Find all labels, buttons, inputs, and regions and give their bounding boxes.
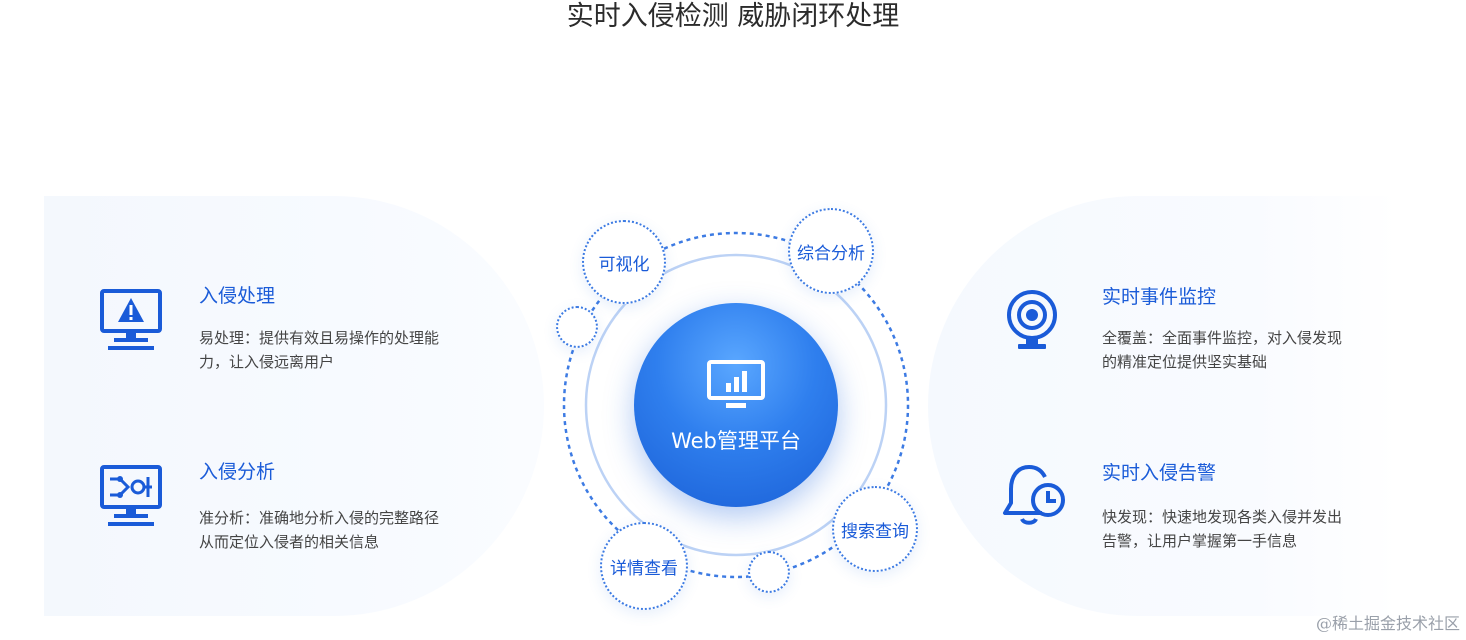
page-title: 实时入侵检测 威胁闭环处理 xyxy=(566,1,900,32)
chart-monitor-icon xyxy=(707,360,765,408)
feature-description: 快发现：快速地发现各类入侵并发出告警，让用户掌握第一手信息 xyxy=(1102,508,1343,550)
bubble-search-query[interactable]: 搜索查询 xyxy=(832,486,918,572)
left-panel xyxy=(44,196,544,616)
feature-title: 入侵分析 xyxy=(199,461,276,483)
feature-title: 实时入侵告警 xyxy=(1102,462,1217,484)
bubble-label: 搜索查询 xyxy=(841,521,909,542)
bubble-decor-small xyxy=(556,306,598,348)
bubble-detail-view[interactable]: 详情查看 xyxy=(600,522,688,610)
bubble-label: 综合分析 xyxy=(797,243,865,264)
feature-intrusion-analysis: 入侵分析 准分析：准确地分析入侵的完整路径从而定位入侵者的相关信息 xyxy=(98,461,458,554)
right-panel xyxy=(928,196,1398,616)
feature-realtime-monitoring: 实时事件监控 全覆盖：全面事件监控，对入侵发现的精准定位提供坚实基础 xyxy=(1002,286,1372,378)
warning-monitor-icon xyxy=(100,289,162,350)
feature-title: 入侵处理 xyxy=(199,285,276,307)
feature-realtime-alert: 实时入侵告警 快发现：快速地发现各类入侵并发出告警，让用户掌握第一手信息 xyxy=(1002,462,1372,553)
orbit-rings xyxy=(562,231,910,579)
web-platform-core: Web管理平台 xyxy=(634,303,838,507)
watermark: @稀土掘金技术社区 xyxy=(1315,614,1460,633)
feature-description: 全覆盖：全面事件监控，对入侵发现的精准定位提供坚实基础 xyxy=(1102,329,1343,371)
feature-description: 准分析：准确地分析入侵的完整路径从而定位入侵者的相关信息 xyxy=(199,509,440,551)
webcam-icon xyxy=(1007,290,1057,349)
bell-clock-icon xyxy=(1003,465,1065,525)
feature-title: 实时事件监控 xyxy=(1102,286,1217,308)
platform-diagram: Web管理平台 可视化 综合分析 搜索查询 详情查看 xyxy=(548,200,928,620)
bubble-decor-small xyxy=(748,551,790,593)
analysis-monitor-icon xyxy=(100,465,162,526)
bubble-label: 可视化 xyxy=(598,254,650,275)
feature-intrusion-handling: 入侵处理 易处理：提供有效且易操作的处理能力，让入侵远离用户 xyxy=(98,285,458,378)
bubble-comprehensive-analysis[interactable]: 综合分析 xyxy=(788,208,874,294)
bubble-label: 详情查看 xyxy=(610,558,678,579)
core-label: Web管理平台 xyxy=(671,429,801,453)
bubble-visualization[interactable]: 可视化 xyxy=(582,220,666,304)
feature-description: 易处理：提供有效且易操作的处理能力，让入侵远离用户 xyxy=(199,329,440,371)
